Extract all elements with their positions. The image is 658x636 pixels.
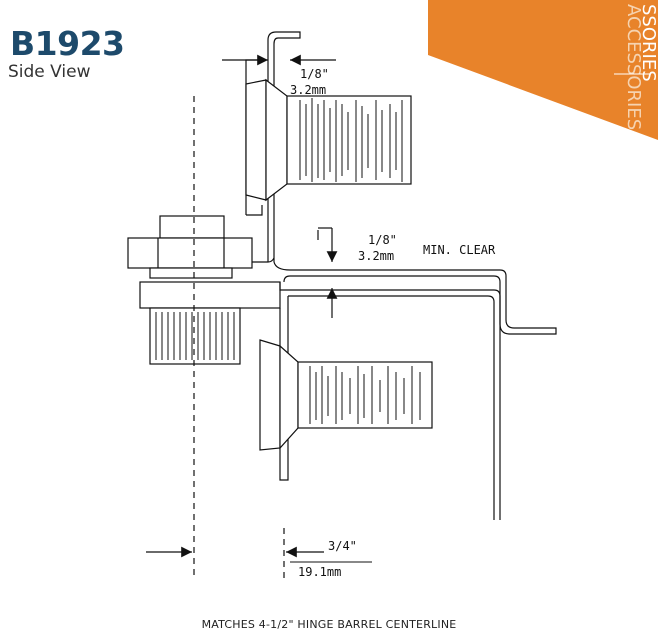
- clearance-inches: 1/8": [368, 233, 397, 247]
- upper-horizontal-leaf: [273, 261, 557, 335]
- tab-label: SSORIES: [638, 4, 658, 82]
- lower-leaf-plate: [139, 281, 281, 309]
- offset-inches: 3/4": [328, 539, 357, 553]
- top-gap-inches: 1/8": [300, 67, 329, 81]
- bolt-head: [159, 215, 225, 239]
- section-tab: ACCESSORIES SSORIES: [428, 0, 658, 140]
- clearance-note: MIN. CLEAR: [423, 243, 496, 257]
- upper-hinge-leaf: [267, 31, 301, 262]
- knurled-nut: [149, 307, 241, 365]
- tab-label-faint: ACCESSORIES: [623, 4, 644, 130]
- top-gap-mm: 3.2mm: [290, 83, 326, 97]
- lower-screw-head: [259, 339, 281, 451]
- clearance-mm: 3.2mm: [358, 249, 394, 263]
- drawing-caption: MATCHES 4-1/2" HINGE BARREL CENTERLINE: [201, 618, 457, 631]
- lower-screw-body: [297, 361, 433, 429]
- upper-washer: [127, 237, 253, 269]
- view-subtitle: Side View: [8, 62, 91, 82]
- lower-horizontal-leaf: [279, 282, 501, 520]
- page-title: B1923: [10, 24, 125, 63]
- offset-mm: 19.1mm: [298, 565, 341, 579]
- upper-screw-head: [245, 79, 267, 201]
